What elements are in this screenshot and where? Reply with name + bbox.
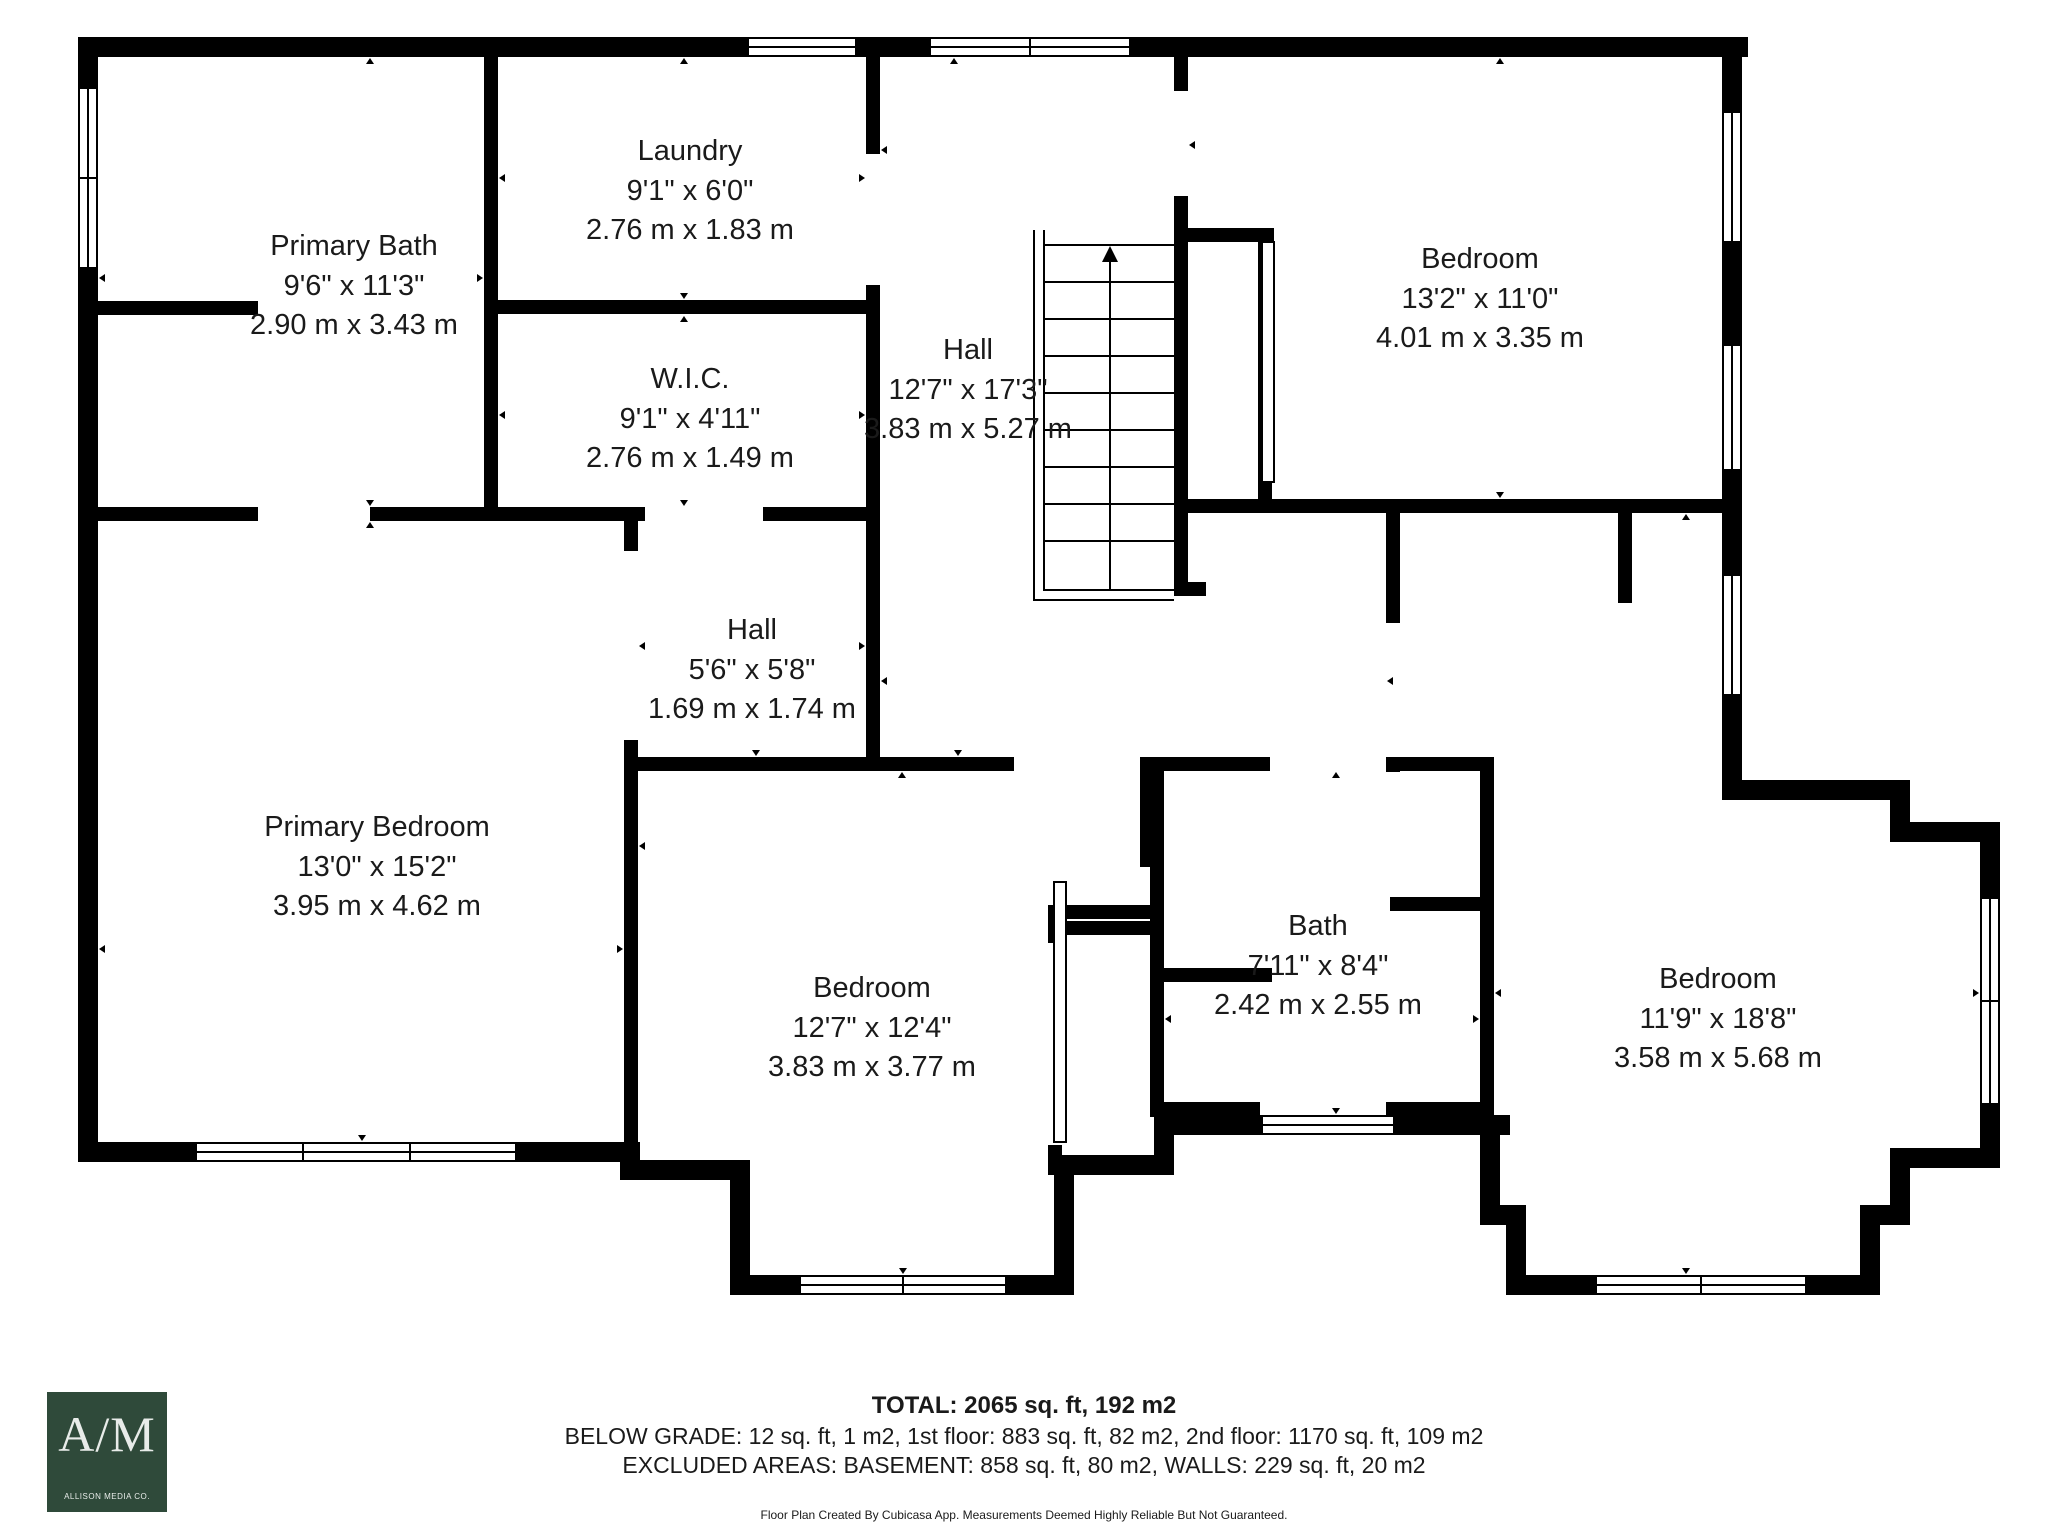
room-dimensions-imperial: 7'11" x 8'4": [1248, 950, 1389, 982]
door-openings: [258, 91, 1618, 1145]
room-dimensions-imperial: 13'2" x 11'0": [1402, 283, 1559, 315]
room-dimensions-metric: 3.83 m x 5.27 m: [864, 413, 1072, 445]
room-dimensions-metric: 2.42 m x 2.55 m: [1214, 989, 1422, 1021]
room-dimensions-imperial: 13'0" x 15'2": [297, 851, 456, 883]
room-dimensions-imperial: 9'1" x 6'0": [627, 175, 754, 207]
logo-company-name: ALLISON MEDIA CO.: [64, 1492, 150, 1501]
room-name: Bedroom: [813, 972, 931, 1004]
room-name: Hall: [943, 334, 993, 366]
room-dimensions-metric: 4.01 m x 3.35 m: [1376, 322, 1584, 354]
total-area: TOTAL: 2065 sq. ft, 192 m2: [871, 1392, 1177, 1419]
room-dimensions-imperial: 12'7" x 12'4": [792, 1012, 951, 1044]
room-dimensions-imperial: 9'1" x 4'11": [620, 403, 761, 435]
room-dimensions-metric: 3.83 m x 3.77 m: [768, 1051, 976, 1083]
area-breakdown: BELOW GRADE: 12 sq. ft, 1 m2, 1st floor:…: [564, 1423, 1484, 1449]
room-dimensions-metric: 3.58 m x 5.68 m: [1614, 1042, 1822, 1074]
room-dimensions-metric: 2.76 m x 1.49 m: [586, 442, 794, 474]
room-bedroom-se: Bedroom 11'9" x 18'8" 3.58 m x 5.68 m: [1614, 963, 1822, 1074]
room-dimensions-imperial: 11'9" x 18'8": [1640, 1003, 1797, 1035]
logo-monogram: A/M: [58, 1406, 156, 1462]
stair-arrow-icon: [1102, 246, 1118, 262]
room-bath: Bath 7'11" x 8'4" 2.42 m x 2.55 m: [1214, 910, 1422, 1021]
room-name: Bedroom: [1421, 243, 1539, 275]
room-name: Primary Bedroom: [264, 811, 490, 843]
disclaimer: Floor Plan Created By Cubicasa App. Meas…: [760, 1508, 1288, 1522]
room-dimensions-imperial: 9'6" x 11'3": [284, 270, 425, 302]
room-primary-bedroom: Primary Bedroom 13'0" x 15'2" 3.95 m x 4…: [264, 811, 490, 922]
room-name: Laundry: [638, 135, 743, 167]
room-name: Primary Bath: [270, 230, 438, 262]
room-name: Bedroom: [1659, 963, 1777, 995]
room-primary-bath: Primary Bath 9'6" x 11'3" 2.90 m x 3.43 …: [250, 230, 458, 341]
room-laundry: Laundry 9'1" x 6'0" 2.76 m x 1.83 m: [586, 135, 794, 246]
room-bedroom-ne: Bedroom 13'2" x 11'0" 4.01 m x 3.35 m: [1376, 243, 1584, 354]
room-bedroom-s: Bedroom 12'7" x 12'4" 3.83 m x 3.77 m: [768, 972, 976, 1083]
room-dimensions-metric: 2.90 m x 3.43 m: [250, 309, 458, 341]
room-dimensions-metric: 3.95 m x 4.62 m: [273, 890, 481, 922]
staircase: [1033, 230, 1174, 601]
room-dimensions-imperial: 12'7" x 17'3": [888, 374, 1047, 406]
room-wic: W.I.C. 9'1" x 4'11" 2.76 m x 1.49 m: [586, 363, 794, 474]
windows: [78, 37, 2000, 1295]
room-dimensions-metric: 2.76 m x 1.83 m: [586, 214, 794, 246]
company-logo: A/M ALLISON MEDIA CO.: [47, 1392, 167, 1512]
room-name: W.I.C.: [651, 363, 730, 395]
measurement-markers: [99, 58, 1979, 1274]
room-dimensions-imperial: 5'6" x 5'8": [689, 654, 816, 686]
walls: [78, 37, 2000, 1295]
room-name: Hall: [727, 614, 777, 646]
room-hall-main: Hall 12'7" x 17'3" 3.83 m x 5.27 m: [864, 334, 1072, 445]
room-name: Bath: [1288, 910, 1348, 942]
excluded-areas: EXCLUDED AREAS: BASEMENT: 858 sq. ft, 80…: [622, 1452, 1426, 1478]
area-summary: TOTAL: 2065 sq. ft, 192 m2 BELOW GRADE: …: [0, 1390, 2048, 1524]
room-dimensions-metric: 1.69 m x 1.74 m: [648, 693, 856, 725]
room-hall-small: Hall 5'6" x 5'8" 1.69 m x 1.74 m: [648, 614, 856, 725]
